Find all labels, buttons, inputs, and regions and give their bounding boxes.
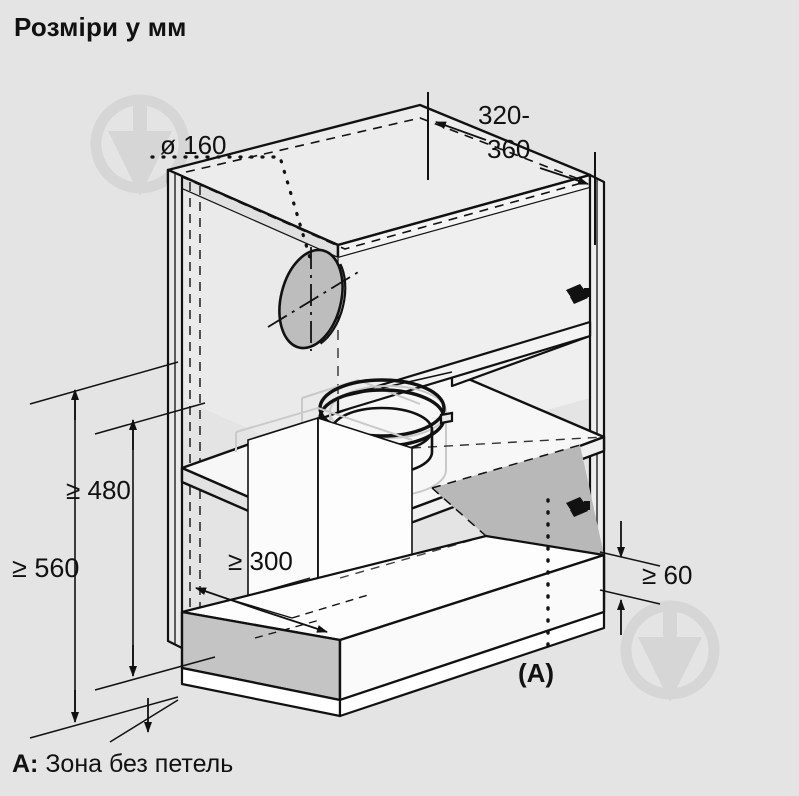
label-width-300: ≥ 300 (228, 546, 293, 576)
dimension-width-300 (195, 587, 328, 633)
label-gap-60: ≥ 60 (642, 560, 693, 590)
dimension-diameter-leader (150, 155, 312, 260)
legend: A: Зона без петель (12, 750, 233, 779)
page-title: Розміри у мм (14, 12, 187, 42)
cabinet-bottom-panel (180, 534, 606, 718)
watermark-bottom-right (620, 600, 720, 702)
duct-hole-160 (267, 247, 361, 351)
dimension-gap-60 (599, 521, 661, 635)
label-depth-line1: 320- (478, 100, 531, 130)
label-depth-line2: 360 (487, 134, 531, 164)
dimension-depth (427, 92, 596, 245)
cabinet-upper-right-shelf (336, 320, 592, 414)
label-height-480: ≥ 480 (66, 475, 131, 505)
label-zone-a: (A) (518, 658, 555, 688)
hinge-bracket-upper (566, 284, 590, 304)
dimension-height-560 (29, 361, 179, 739)
label-diameter: ø 160 (160, 130, 227, 160)
watermark-top-left (90, 94, 190, 196)
label-height-560: ≥ 560 (12, 553, 80, 583)
zone-a-band (431, 444, 604, 555)
legend-text: Зона без петель (38, 750, 234, 778)
legend-key: A: (12, 750, 39, 778)
cabinet-left-side-panel (166, 168, 201, 660)
hinge-bracket-lower (566, 497, 590, 517)
legend-leader (109, 698, 179, 743)
dimension-height-480 (94, 402, 216, 691)
